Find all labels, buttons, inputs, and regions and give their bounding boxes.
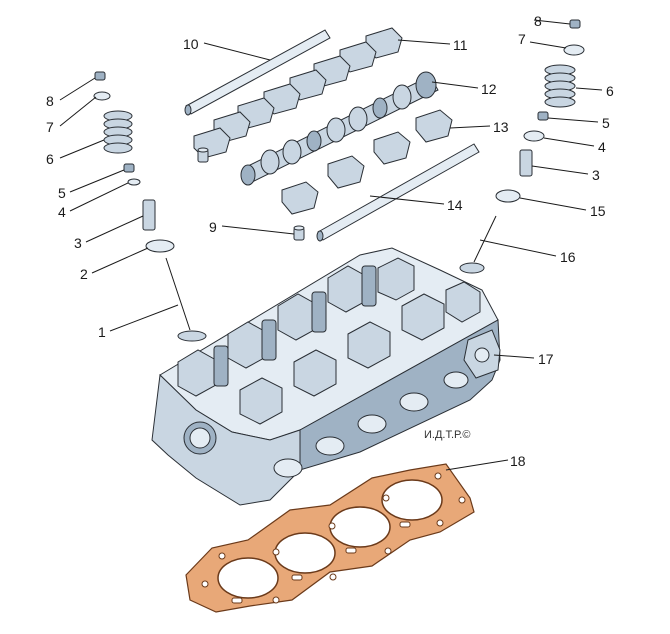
cam-bearing-towers	[177, 257, 481, 425]
ports	[273, 371, 469, 478]
left-valve-spring	[103, 110, 133, 154]
rocker-shaft-lower	[316, 143, 480, 242]
label-11: 11	[453, 37, 468, 53]
label-14: 14	[447, 197, 463, 213]
label-16: 16	[560, 249, 576, 265]
label-6-right: 6	[606, 83, 614, 99]
camshaft	[240, 71, 439, 186]
label-5-right: 5	[602, 115, 610, 131]
label-3-right: 3	[592, 167, 600, 183]
callout-labels: 8 7 6 5 4 3 2 1 10 11 12 13 14 9 8 7 6 5…	[46, 13, 614, 469]
spark-plug-wells	[213, 265, 377, 387]
label-3-left: 3	[74, 235, 82, 251]
label-15: 15	[590, 203, 606, 219]
label-18: 18	[510, 453, 526, 469]
lash-adjusters	[197, 147, 305, 241]
leader-lines	[59, 19, 603, 471]
head-gasket	[185, 463, 475, 613]
label-2-left: 2	[80, 266, 88, 282]
label-6-left: 6	[46, 151, 54, 167]
right-valve-spring	[544, 64, 576, 108]
right-valve-stack	[459, 19, 585, 274]
label-4-left: 4	[58, 204, 66, 220]
label-12: 12	[481, 81, 497, 97]
label-7-right: 7	[518, 31, 526, 47]
left-valve-stack	[93, 71, 207, 342]
cylinder-head	[151, 247, 501, 506]
watermark: И.Д.Т.Р.©	[424, 429, 470, 441]
rocker-shaft-upper	[184, 29, 331, 116]
label-7-left: 7	[46, 119, 54, 135]
label-10: 10	[183, 36, 199, 52]
label-8-left: 8	[46, 93, 54, 109]
label-1-left: 1	[98, 324, 106, 340]
label-13: 13	[493, 119, 509, 135]
label-17: 17	[538, 351, 554, 367]
label-4-right: 4	[598, 139, 606, 155]
label-9: 9	[209, 219, 217, 235]
label-8-right: 8	[534, 13, 542, 29]
rocker-arms-upper	[193, 27, 403, 159]
rocker-arms-lower	[281, 109, 453, 215]
label-5-left: 5	[58, 185, 66, 201]
